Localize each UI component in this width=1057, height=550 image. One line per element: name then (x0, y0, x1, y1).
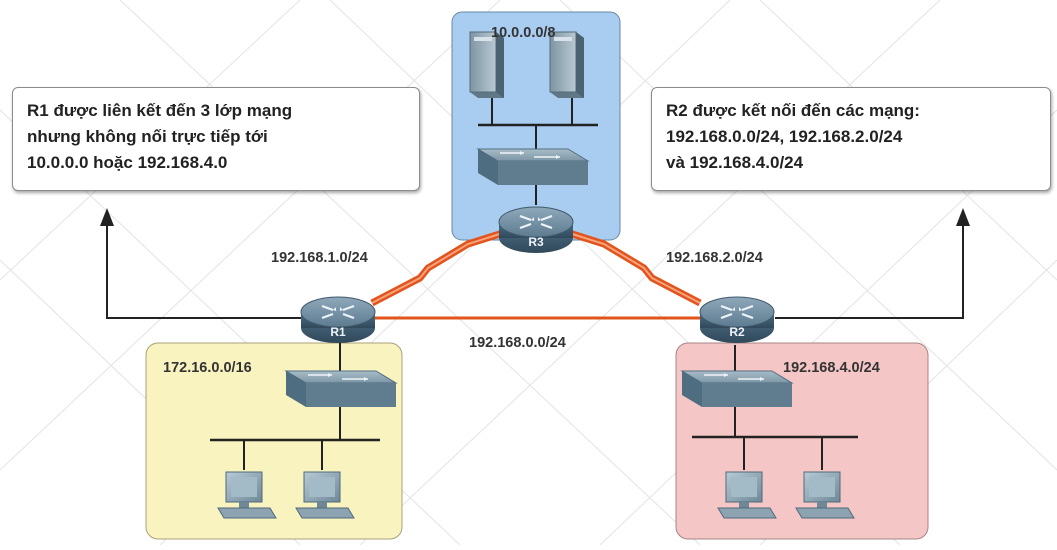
network-right-label: 192.168.4.0/24 (783, 360, 880, 376)
note-r1: R1 được liên kết đến 3 lớp mạng nhưng kh… (12, 87, 420, 191)
right-lan (681, 345, 858, 519)
switch-icon (285, 370, 397, 408)
note-r1-line-3: 10.0.0.0 hoặc 192.168.4.0 (27, 153, 228, 172)
router-r2-label: R2 (729, 325, 745, 339)
router-r1-label: R1 (330, 325, 346, 339)
arrow-up-icon (100, 208, 114, 226)
router-r1[interactable]: R1 (299, 295, 377, 345)
router-r2[interactable]: R2 (698, 295, 776, 345)
link-r1-r3-label: 192.168.1.0/24 (271, 250, 368, 266)
arrow-up-icon (956, 208, 970, 226)
network-left-label: 172.16.0.0/16 (163, 360, 252, 376)
router-r3-label: R3 (528, 235, 544, 249)
note-r2-line-1: R2 được kết nối đến các mạng: (666, 101, 920, 120)
note-r2-line-2: 192.168.0.0/24, 192.168.2.0/24 (666, 127, 903, 146)
note-r2-line-3: và 192.168.4.0/24 (666, 153, 804, 172)
link-r2-r3-label: 192.168.2.0/24 (666, 250, 763, 266)
router-r3[interactable]: R3 (497, 205, 575, 255)
top-lan (469, 31, 598, 205)
switch-icon (681, 370, 793, 408)
network-top-label: 10.0.0.0/8 (491, 25, 556, 41)
switch-icon (477, 148, 589, 186)
note-arrows (106, 222, 964, 319)
note-r1-line-2: nhưng không nối trực tiếp tới (27, 127, 268, 146)
link-r1-r2-label: 192.168.0.0/24 (469, 335, 566, 351)
note-r2: R2 được kết nối đến các mạng: 192.168.0.… (651, 87, 1051, 191)
note-r1-line-1: R1 được liên kết đến 3 lớp mạng (27, 101, 293, 120)
server-icon (469, 31, 505, 99)
router-links (340, 228, 735, 320)
server-icon (549, 31, 585, 99)
